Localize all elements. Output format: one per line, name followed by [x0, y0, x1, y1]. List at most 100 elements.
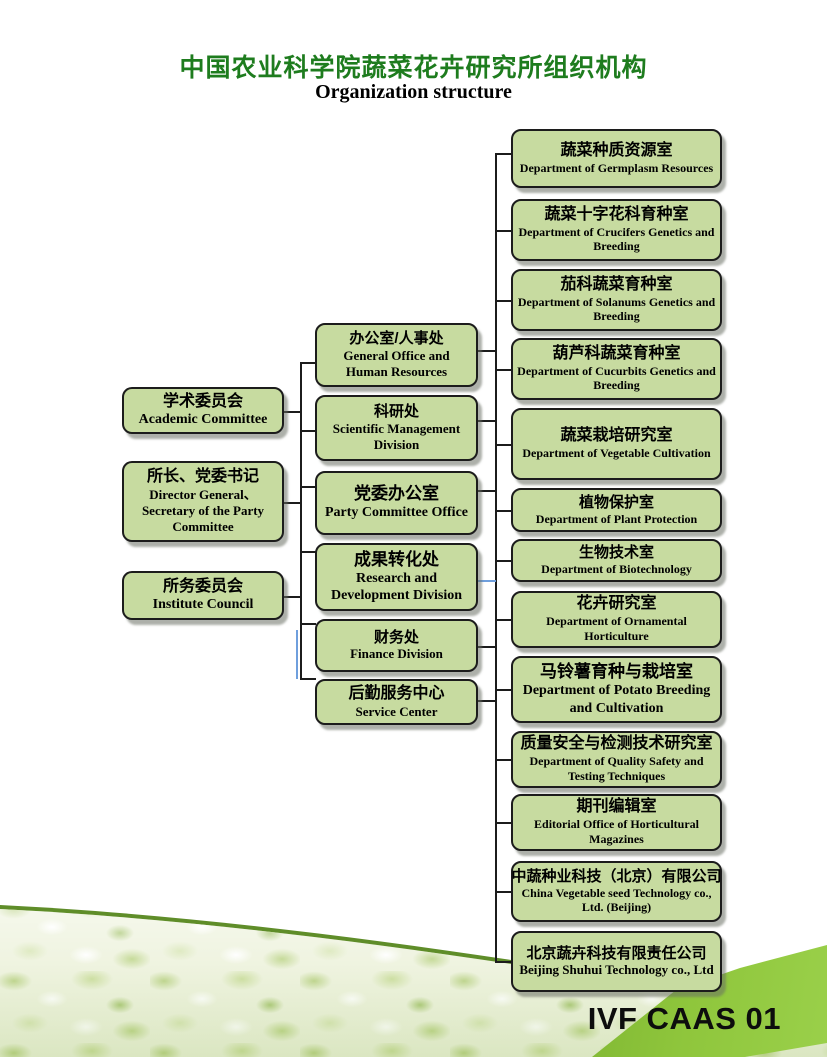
- org-box-label-en: Department of Ornamental Horticulture: [546, 614, 687, 643]
- org-box-label-cn: 科研处: [373, 403, 419, 421]
- connector-line: [300, 486, 316, 488]
- connector-line: [284, 596, 301, 598]
- org-box-label-en: Party Committee Office: [324, 505, 469, 521]
- org-box-label-en: Department of Germplasm Resources: [519, 160, 714, 175]
- org-box-label-en: Academic Committee: [138, 412, 268, 428]
- connector-line: [300, 551, 316, 553]
- org-box-label-cn: 财务处: [373, 628, 419, 646]
- connector-line: [495, 619, 512, 621]
- connector-line: [300, 623, 316, 625]
- slide-code: IVF CAAS 01: [587, 1001, 781, 1036]
- connector-line: [495, 230, 512, 232]
- org-box-label-cn: 蔬菜十字花科育种室: [544, 205, 689, 223]
- org-box-label-en: China Vegetable seed Technology co., Ltd…: [521, 885, 712, 915]
- connector-line: [477, 490, 496, 492]
- connector-line: [495, 822, 512, 824]
- connector-line: [495, 153, 497, 961]
- connector-line: [495, 300, 512, 302]
- connector-line-highlight: [296, 630, 298, 679]
- org-box-label-en: Service Center: [355, 703, 438, 719]
- org-box-label-en: Department of Potato Breeding and Cultiv…: [522, 683, 711, 716]
- org-box-label-cn: 蔬菜种质资源室: [560, 141, 673, 159]
- connector-line: [300, 430, 316, 432]
- connector-line: [495, 891, 512, 893]
- connector-line: [300, 362, 302, 679]
- org-box-label-cn: 茄科蔬菜育种室: [560, 275, 673, 293]
- org-box-label-en: Department of Vegetable Cultivation: [522, 446, 711, 461]
- org-box-label-cn: 北京蔬卉科技有限责任公司: [526, 944, 707, 962]
- org-box-label-cn: 学术委员会: [162, 392, 243, 410]
- org-box-label-cn: 党委办公室: [354, 484, 439, 504]
- connector-line: [495, 369, 512, 371]
- page-title: 中国农业科学院蔬菜花卉研究所组织机构: [179, 54, 648, 82]
- connector-line: [300, 678, 316, 680]
- org-box-label-en: Department of Plant Protection: [535, 511, 698, 526]
- connector-line: [477, 700, 496, 702]
- connector-line: [300, 362, 316, 364]
- connector-line: [495, 560, 512, 562]
- connector-line: [495, 153, 512, 155]
- org-box-label-cn: 所务委员会: [162, 577, 243, 595]
- org-box-label-cn: 蔬菜栽培研究室: [560, 427, 673, 445]
- org-box-label-cn: 办公室/人事处: [349, 330, 444, 348]
- org-box-label-cn: 花卉研究室: [576, 595, 657, 613]
- org-box-label-en: Research and Development Division: [330, 570, 463, 604]
- org-box-label-en: Scientific Management Division: [332, 420, 461, 452]
- org-box-label-cn: 质量安全与检测技术研究室: [520, 735, 713, 753]
- org-box-label-cn: 马铃薯育种与栽培室: [540, 662, 693, 682]
- org-box-label-en: Institute Council: [152, 597, 254, 613]
- connector-line: [477, 420, 496, 422]
- connector-line-highlight: [477, 580, 496, 582]
- org-box-label-cn: 后勤服务中心: [348, 684, 445, 702]
- org-box-label-en: Beijing Shuhui Technology co., Ltd: [519, 962, 714, 978]
- org-box-label-en: Director General、Secretary of the Party …: [141, 487, 265, 534]
- connector-line: [477, 350, 496, 352]
- connector-line: [284, 411, 301, 413]
- org-box-label-en: Department of Crucifers Genetics and Bre…: [518, 224, 715, 254]
- connector-line: [495, 961, 512, 963]
- connector-line: [284, 502, 301, 504]
- org-box-label-en: Department of Quality Safety and Testing…: [529, 754, 704, 783]
- org-box-label-en: Department of Cucurbits Genetics and Bre…: [517, 363, 716, 393]
- connector-line: [477, 646, 496, 648]
- org-box-label-en: Finance Division: [350, 646, 443, 662]
- org-box-label-cn: 所长、党委书记: [146, 468, 259, 486]
- org-box-label-en: Department of Biotechnology: [541, 562, 692, 577]
- connector-line: [495, 689, 512, 691]
- org-box-label-cn: 期刊编辑室: [576, 798, 657, 816]
- org-box-label-cn: 成果转化处: [354, 549, 439, 569]
- org-box-label-cn: 生物技术室: [578, 544, 654, 562]
- org-box-label-en: General Office and Human Resources: [343, 347, 450, 379]
- org-box-label-cn: 植物保护室: [578, 493, 654, 511]
- box-academic-committee: 学术委员会 Academic Committee: [122, 387, 284, 434]
- org-box-label-cn: 葫芦科蔬菜育种室: [552, 344, 681, 362]
- org-box-label-en: Editorial Office of Horticultural Magazi…: [534, 817, 699, 846]
- org-box-label-en: Department of Solanums Genetics and Bree…: [517, 294, 716, 324]
- connector-line: [495, 759, 512, 761]
- page-subtitle: Organization structure: [315, 81, 512, 103]
- org-box-label-cn: 中蔬种业科技（北京）有限公司: [511, 868, 722, 886]
- box-institute-council: 所务委员会 Institute Council: [122, 571, 284, 620]
- connector-line: [495, 444, 512, 446]
